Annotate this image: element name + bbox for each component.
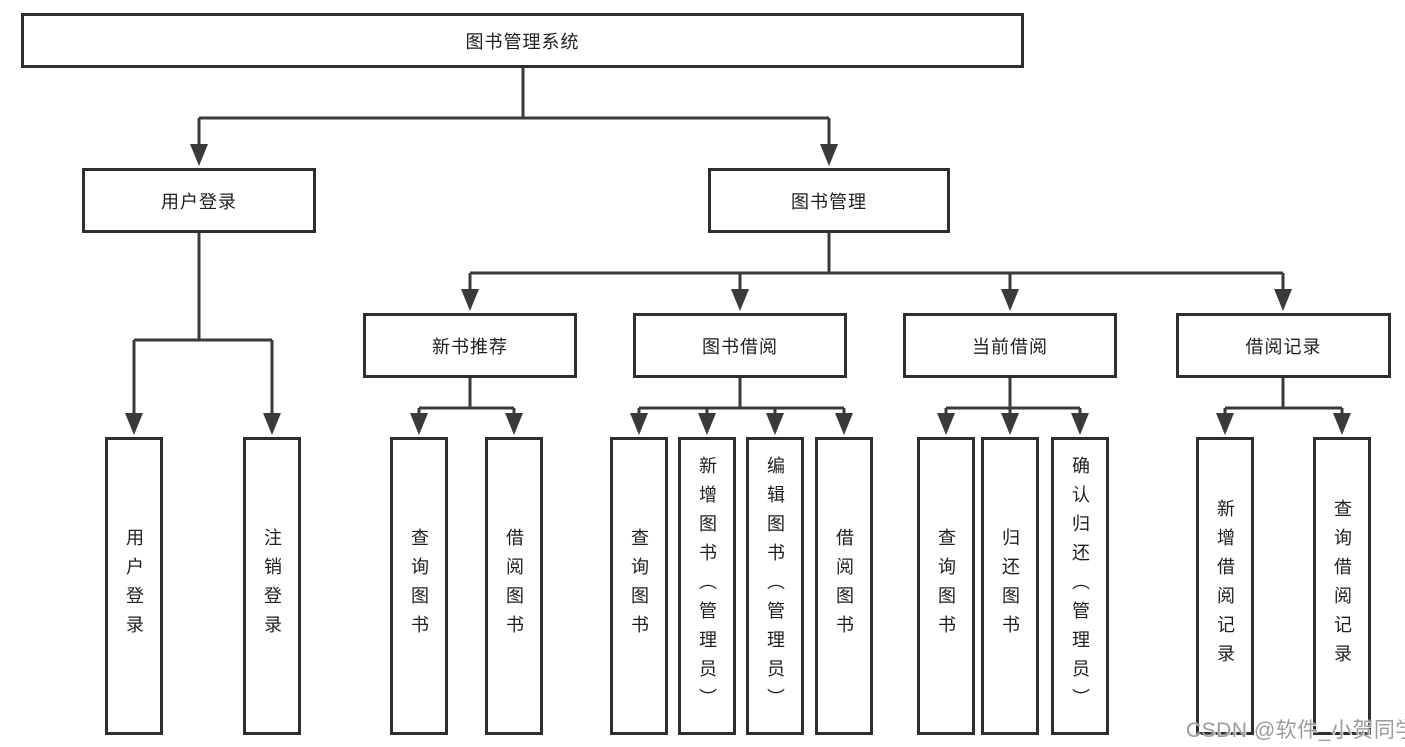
leaf-borrow-add-admin: 新增图书（管理员） [678,437,736,735]
leaf-newbook-query-label: 查询图书 [409,528,429,644]
leaf-borrow-query: 查询图书 [610,437,668,735]
leaf-user-login-label: 用户登录 [124,528,144,644]
leaf-borrow-edit-admin: 编辑图书（管理员） [746,437,804,735]
connector-current-borrow-to-leaves [937,378,1089,435]
node-book-management-label: 图书管理 [791,191,867,212]
node-current-borrow-label: 当前借阅 [972,336,1048,357]
connector-user-login-to-leaves [125,233,281,435]
node-book-borrow-label: 图书借阅 [702,336,778,357]
leaf-newbook-borrow-label: 借阅图书 [504,528,524,644]
leaf-current-query: 查询图书 [917,437,975,735]
leaf-borrow-add-admin-label: 新增图书（管理员） [697,455,717,717]
connector-book-management-to-level3 [461,233,1292,311]
leaf-record-query-label: 查询借阅记录 [1332,499,1352,673]
node-root-label: 图书管理系统 [465,31,580,52]
leaf-borrow-edit-admin-label: 编辑图书（管理员） [765,455,785,717]
node-borrow-record-label: 借阅记录 [1245,336,1322,357]
leaf-current-confirm-admin-label: 确认归还（管理员） [1070,455,1090,717]
node-new-book-recommend-label: 新书推荐 [432,336,508,357]
leaf-newbook-borrow: 借阅图书 [485,437,543,735]
connector-root-to-level2 [190,68,838,166]
leaf-user-login: 用户登录 [105,437,163,735]
node-borrow-record: 借阅记录 [1176,313,1391,378]
node-book-management: 图书管理 [708,168,950,233]
leaf-record-add: 新增借阅记录 [1196,437,1254,735]
node-new-book-recommend: 新书推荐 [363,313,577,378]
leaf-current-confirm-admin: 确认归还（管理员） [1051,437,1109,735]
node-user-login: 用户登录 [82,168,316,233]
leaf-borrow-borrow: 借阅图书 [815,437,873,735]
leaf-current-return: 归还图书 [981,437,1039,735]
node-user-login-label: 用户登录 [161,191,237,212]
leaf-borrow-borrow-label: 借阅图书 [834,528,854,644]
leaf-record-query: 查询借阅记录 [1313,437,1371,735]
leaf-newbook-query: 查询图书 [390,437,448,735]
leaf-borrow-query-label: 查询图书 [629,528,649,644]
leaf-current-query-label: 查询图书 [936,528,956,644]
connector-new-book-to-leaves [410,378,523,435]
connector-borrow-record-to-leaves [1216,378,1351,435]
connector-book-borrow-to-leaves [630,378,853,435]
leaf-record-add-label: 新增借阅记录 [1215,499,1235,673]
leaf-current-return-label: 归还图书 [1000,528,1020,644]
node-book-borrow: 图书借阅 [633,313,847,378]
leaf-logout: 注销登录 [243,437,301,735]
node-current-borrow: 当前借阅 [903,313,1117,378]
node-root: 图书管理系统 [21,13,1024,68]
leaf-logout-label: 注销登录 [262,528,282,644]
csdn-watermark: CSDN @软件_小贺同学 [1186,719,1405,742]
